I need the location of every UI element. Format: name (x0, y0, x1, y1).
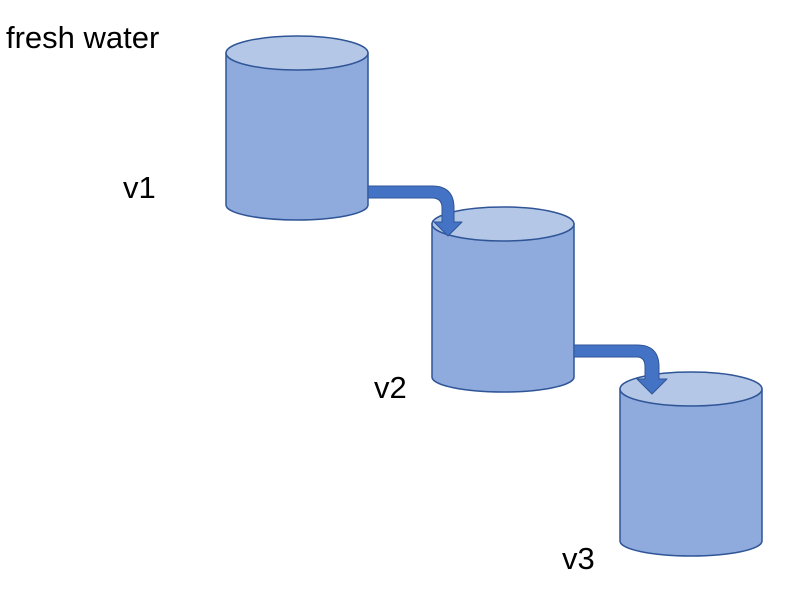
flow-arrow-v2-to-v3 (573, 344, 668, 395)
tank-label-v2: v2 (374, 370, 407, 405)
tank-v1-body (225, 52, 369, 221)
tank-label-v1: v1 (123, 170, 156, 205)
flow-arrow-v1-to-v2 (367, 185, 463, 237)
tank-v2-top (431, 206, 575, 242)
tank-label-v3: v3 (562, 541, 595, 576)
tank-v3-body (619, 388, 763, 557)
tank-v1 (225, 35, 369, 221)
tank-v2-body (431, 223, 575, 393)
tank-v3 (619, 371, 763, 557)
tank-v1-top (225, 35, 369, 71)
diagram-title: fresh water (6, 20, 160, 55)
tank-v2 (431, 206, 575, 393)
tank-v3-top (619, 371, 763, 407)
